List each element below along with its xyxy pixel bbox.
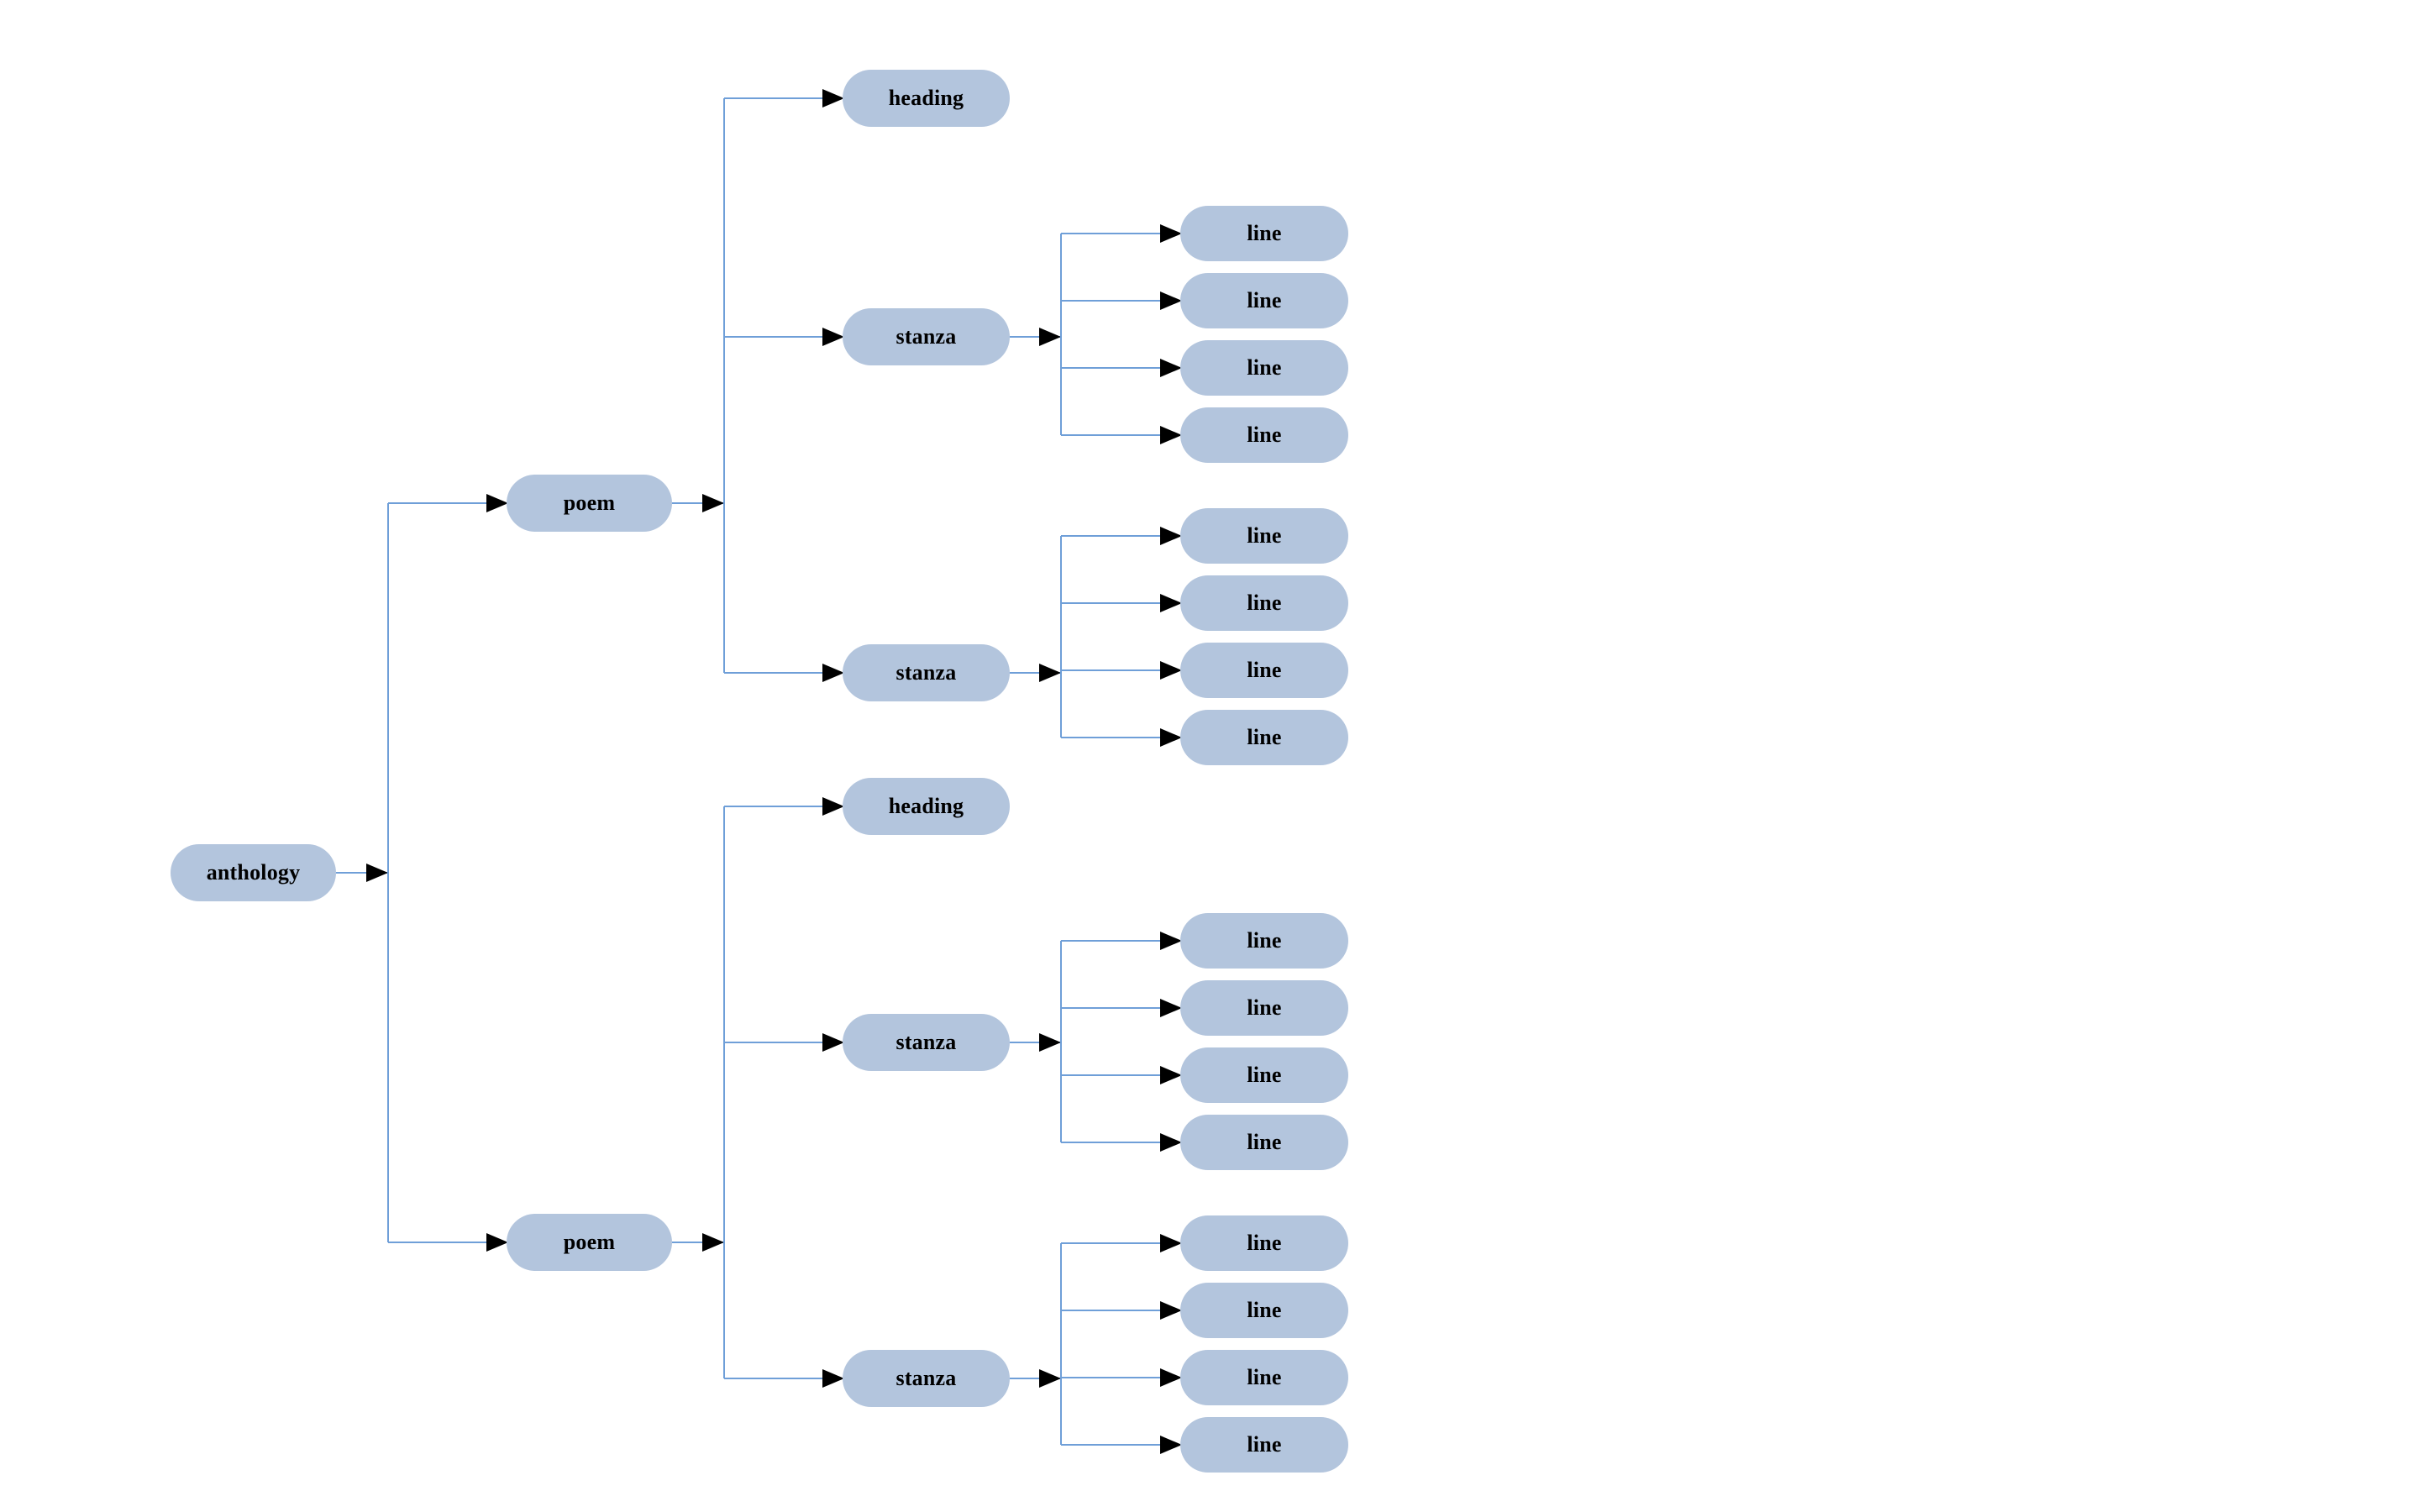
edge-arrowhead-p1-stanza2-children-0 xyxy=(1160,527,1182,545)
edge-arrowhead-poem1-children-1 xyxy=(822,328,844,346)
edge-arrowhead-poem2-children-2 xyxy=(822,1369,844,1388)
node-anthology[interactable]: anthology xyxy=(171,844,336,901)
node-p2s1-line2[interactable]: line xyxy=(1180,980,1348,1036)
node-label-anthology: anthology xyxy=(206,860,301,885)
node-p1-heading[interactable]: heading xyxy=(843,70,1010,127)
node-p1s1-line4[interactable]: line xyxy=(1180,407,1348,463)
node-label-p2-heading: heading xyxy=(888,794,964,818)
edge-arrowhead-p2-stanza1-children-1 xyxy=(1160,999,1182,1017)
edge-arrowhead-p1-stanza1-children-0 xyxy=(1160,224,1182,243)
node-label-p1s1-line1: line xyxy=(1247,221,1282,245)
edge-arrowhead-stub-poem1-children xyxy=(702,494,724,512)
node-label-p2s2-line1: line xyxy=(1247,1231,1282,1255)
node-label-p1s2-line3: line xyxy=(1247,658,1282,682)
node-label-p2s2-line3: line xyxy=(1247,1365,1282,1389)
node-poem1[interactable]: poem xyxy=(507,475,672,532)
edge-arrowhead-p1-stanza1-children-2 xyxy=(1160,359,1182,377)
node-p2s2-line4[interactable]: line xyxy=(1180,1417,1348,1473)
edge-arrowhead-poem2-children-0 xyxy=(822,797,844,816)
node-label-p1s1-line3: line xyxy=(1247,355,1282,380)
node-p1-stanza1[interactable]: stanza xyxy=(843,308,1010,365)
node-label-p1s1-line4: line xyxy=(1247,423,1282,447)
node-label-poem2: poem xyxy=(563,1230,616,1254)
edge-arrowhead-p2-stanza1-children-3 xyxy=(1160,1133,1182,1152)
node-p1s2-line3[interactable]: line xyxy=(1180,643,1348,698)
edge-arrowhead-poem2-children-1 xyxy=(822,1033,844,1052)
node-label-p2-stanza2: stanza xyxy=(895,1366,957,1390)
node-p1s2-line2[interactable]: line xyxy=(1180,575,1348,631)
node-p1s2-line4[interactable]: line xyxy=(1180,710,1348,765)
edge-arrowhead-stub-anthology-children xyxy=(366,864,388,882)
edge-arrowhead-anthology-children-0 xyxy=(486,494,508,512)
node-p2s2-line1[interactable]: line xyxy=(1180,1215,1348,1271)
node-p2s1-line1[interactable]: line xyxy=(1180,913,1348,969)
node-p2s1-line3[interactable]: line xyxy=(1180,1047,1348,1103)
node-label-p1-stanza1: stanza xyxy=(895,324,957,349)
edge-arrowhead-stub-p2-stanza2-children xyxy=(1039,1369,1061,1388)
edge-arrowhead-stub-p1-stanza2-children xyxy=(1039,664,1061,682)
node-label-p1-heading: heading xyxy=(888,86,964,110)
edge-arrowhead-p1-stanza1-children-1 xyxy=(1160,291,1182,310)
edge-arrowhead-p2-stanza2-children-0 xyxy=(1160,1234,1182,1252)
node-label-p2-stanza1: stanza xyxy=(895,1030,957,1054)
node-p1s1-line2[interactable]: line xyxy=(1180,273,1348,328)
edge-arrowhead-p1-stanza1-children-3 xyxy=(1160,426,1182,444)
edge-arrowhead-stub-p2-stanza1-children xyxy=(1039,1033,1061,1052)
node-p1-stanza2[interactable]: stanza xyxy=(843,644,1010,701)
node-label-p2s1-line1: line xyxy=(1247,928,1282,953)
edge-arrowhead-p2-stanza1-children-0 xyxy=(1160,932,1182,950)
node-p2s2-line2[interactable]: line xyxy=(1180,1283,1348,1338)
node-poem2[interactable]: poem xyxy=(507,1214,672,1271)
node-p2s2-line3[interactable]: line xyxy=(1180,1350,1348,1405)
node-label-p2s1-line3: line xyxy=(1247,1063,1282,1087)
edge-arrowhead-anthology-children-1 xyxy=(486,1233,508,1252)
node-p1s1-line3[interactable]: line xyxy=(1180,340,1348,396)
node-p2s1-line4[interactable]: line xyxy=(1180,1115,1348,1170)
edge-arrowhead-p1-stanza2-children-1 xyxy=(1160,594,1182,612)
node-label-p1-stanza2: stanza xyxy=(895,660,957,685)
edge-arrowhead-poem1-children-0 xyxy=(822,89,844,108)
edge-arrowhead-p2-stanza2-children-1 xyxy=(1160,1301,1182,1320)
node-label-p1s1-line2: line xyxy=(1247,288,1282,312)
edge-arrowhead-p2-stanza2-children-2 xyxy=(1160,1368,1182,1387)
node-label-poem1: poem xyxy=(563,491,616,515)
node-p2-heading[interactable]: heading xyxy=(843,778,1010,835)
edge-arrowhead-poem1-children-2 xyxy=(822,664,844,682)
node-p2-stanza1[interactable]: stanza xyxy=(843,1014,1010,1071)
node-p2-stanza2[interactable]: stanza xyxy=(843,1350,1010,1407)
edge-arrowhead-stub-p1-stanza1-children xyxy=(1039,328,1061,346)
node-label-p1s2-line1: line xyxy=(1247,523,1282,548)
edge-arrowhead-p1-stanza2-children-2 xyxy=(1160,661,1182,680)
node-label-p1s2-line2: line xyxy=(1247,591,1282,615)
node-label-p2s2-line4: line xyxy=(1247,1432,1282,1457)
node-p1s1-line1[interactable]: line xyxy=(1180,206,1348,261)
edge-arrowhead-p1-stanza2-children-3 xyxy=(1160,728,1182,747)
node-label-p2s1-line4: line xyxy=(1247,1130,1282,1154)
edge-arrowhead-p2-stanza2-children-3 xyxy=(1160,1436,1182,1454)
edge-arrowhead-p2-stanza1-children-2 xyxy=(1160,1066,1182,1084)
node-label-p2s1-line2: line xyxy=(1247,995,1282,1020)
node-label-p1s2-line4: line xyxy=(1247,725,1282,749)
node-label-p2s2-line2: line xyxy=(1247,1298,1282,1322)
node-p1s2-line1[interactable]: line xyxy=(1180,508,1348,564)
edge-arrowhead-stub-poem2-children xyxy=(702,1233,724,1252)
